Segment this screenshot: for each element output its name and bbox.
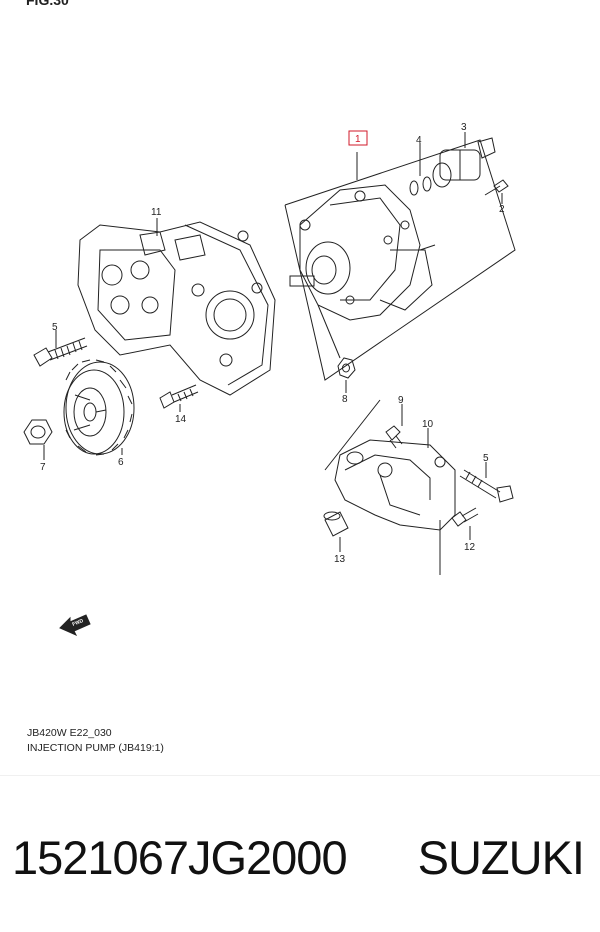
support-bracket-10 <box>334 439 456 531</box>
o-rings-4 <box>409 176 432 196</box>
callout-3: 3 <box>461 122 467 133</box>
callout-2: 2 <box>499 204 505 215</box>
spacer-13 <box>323 511 349 537</box>
callout-5-right: 5 <box>483 453 489 464</box>
diagram-reference-code: JB420W E22_030 <box>27 727 112 739</box>
forward-direction-arrow: FWD <box>59 614 91 637</box>
callout-9: 9 <box>398 395 404 406</box>
callout-6: 6 <box>118 457 124 468</box>
screw-2 <box>484 179 509 196</box>
control-valve-3 <box>432 137 496 188</box>
diagram-reference-title: INJECTION PUMP (JB419:1) <box>27 742 164 754</box>
callout-13: 13 <box>334 554 346 565</box>
callout-8: 8 <box>342 394 348 405</box>
callout-5-left: 5 <box>52 322 58 333</box>
section-divider <box>0 775 600 776</box>
part-info-bar: 1521067JG2000 SUZUKI <box>0 830 600 890</box>
leader-line-8-pump <box>317 304 341 359</box>
pump-bracket-11 <box>77 221 276 396</box>
fwd-label: FWD <box>72 618 85 628</box>
callout-12: 12 <box>464 542 476 553</box>
pump-assembly-frame <box>284 139 516 381</box>
bolt-14 <box>159 384 199 409</box>
bracket-frame-left <box>324 399 381 471</box>
bolt-5-right <box>459 469 514 503</box>
brand-name: SUZUKI <box>417 831 585 884</box>
sprocket-6 <box>63 359 135 456</box>
callout-1: 1 <box>355 134 361 145</box>
nut-7 <box>23 419 53 445</box>
callout-10: 10 <box>422 419 434 430</box>
bolt-9 <box>385 425 403 449</box>
bolt-5-left <box>33 337 88 367</box>
callout-4: 4 <box>416 135 422 146</box>
bolt-12 <box>451 507 479 527</box>
callout-7: 7 <box>40 462 46 473</box>
parts-diagram: FIG.30 <box>23 0 516 754</box>
nut-8 <box>337 357 356 379</box>
exploded-view-drawing: 1 4 3 2 11 5 8 9 10 14 7 6 5 12 13 FWD <box>23 122 516 637</box>
callout-1-box <box>348 130 368 146</box>
callout-14: 14 <box>175 414 187 425</box>
figure-label: FIG.30 <box>26 0 69 8</box>
callout-11: 11 <box>151 207 162 218</box>
injection-pump-1 <box>289 184 436 321</box>
part-number: 1521067JG2000 <box>12 831 348 884</box>
